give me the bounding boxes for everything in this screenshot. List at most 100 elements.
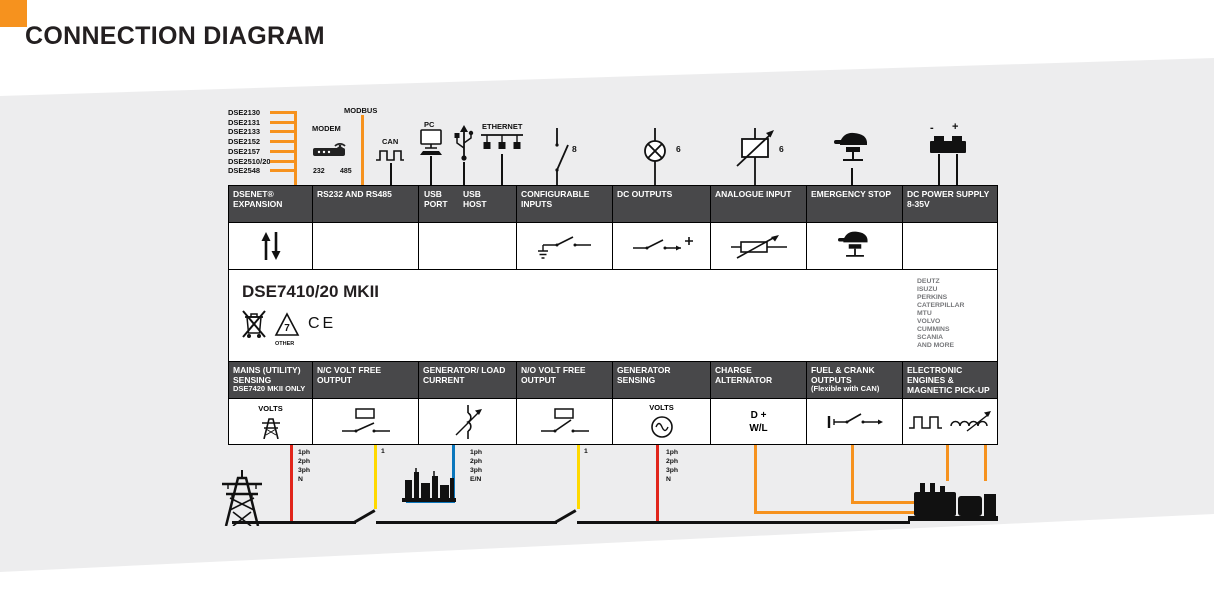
generator-volts-label: VOLTS [649, 403, 674, 412]
ground-bus-segment [376, 521, 557, 524]
no-output-count-label: 1 [584, 448, 588, 455]
engine-brand: ISUZU [917, 286, 938, 293]
modem-label: MODEM [312, 124, 341, 133]
model-name: DSE2510/20 [228, 156, 271, 166]
fuel-crank-sublabel: (Flexible with CAN) [811, 384, 880, 394]
ac-source-icon [650, 416, 673, 438]
charge-alternator-wire-vertical [754, 445, 757, 514]
load-building-icon [402, 468, 456, 502]
ethernet-connector-line [501, 154, 503, 185]
configurable-inputs-symbol-cell [516, 222, 613, 270]
phase-label: N [666, 476, 671, 483]
engine-brand: DEUTZ [917, 278, 940, 285]
fuel-crank-wire-horizontal [851, 501, 914, 504]
switched-positive-output-icon [632, 237, 693, 251]
dc-power-symbol-cell [902, 222, 998, 270]
ce-mark: CE [308, 315, 337, 332]
usb-host-label: USB HOST [463, 189, 487, 210]
analogue-count-label: 6 [779, 144, 784, 154]
model-name: DSE2131 [228, 117, 261, 127]
engine-brand-list: DEUTZ ISUZU PERKINS CATERPILLAR MTU VOLV… [917, 278, 964, 350]
model-name: DSE2133 [228, 127, 261, 137]
mains-phase-labels: 1ph 2ph 3ph N [298, 448, 310, 484]
port-header-configurable-inputs: CONFIGURABLE INPUTS [516, 185, 613, 223]
port-header-usb: USB PORT USB HOST [418, 185, 517, 223]
dsenet-symbol-cell [228, 222, 313, 270]
model-tick-line [270, 150, 294, 153]
phase-label: 2ph [298, 458, 311, 465]
engine-brand: CUMMINS [917, 326, 950, 333]
model-tick-line [270, 160, 294, 163]
dc-outputs-symbol-cell [612, 222, 711, 270]
can-squarewave-icon [376, 150, 404, 161]
potentiometer-icon [730, 235, 787, 259]
orange-corner-accent [0, 0, 27, 27]
recycle-code: 7 [284, 323, 290, 334]
port-header-nc-output: N/C VOLT FREE OUTPUT [312, 361, 419, 399]
port-header-dsenet: DSENET® EXPANSION [228, 185, 313, 223]
modem-icon [313, 143, 346, 156]
pc-connector-line [430, 156, 432, 185]
phase-label: 1ph [666, 449, 679, 456]
charge-alternator-wire-horizontal [754, 511, 914, 514]
generator-volts-cell: VOLTS [612, 398, 711, 445]
port-header-charge-alternator: CHARGE ALTERNATOR [710, 361, 807, 399]
rs232-port-label: 232 [313, 168, 325, 175]
battery-plus-label: + [952, 121, 959, 133]
emergency-stop-symbol-cell [806, 222, 903, 270]
ground-bus-segment [577, 521, 910, 524]
emergency-stop-icon [834, 132, 867, 161]
usb-symbol-cell [418, 222, 517, 270]
battery-switch-output-icon [827, 412, 883, 428]
fuel-crank-wire-vertical [851, 445, 854, 504]
ethernet-icon [481, 134, 523, 149]
engine-brand: PERKINS [917, 294, 948, 301]
pylon-mini-icon [261, 418, 280, 439]
ground-bus-segment [232, 521, 356, 524]
expansion-model-list: DSE2130 DSE2131 DSE2133 DSE2152 DSE2157 … [228, 108, 271, 176]
phase-label: 3ph [470, 467, 483, 474]
can-label: CAN [382, 137, 399, 146]
charge-alt-dplus-label: D + [750, 409, 767, 421]
fuel-crank-label: FUEL & CRANK OUTPUTS [811, 365, 875, 386]
battery-icon [930, 136, 966, 153]
phase-label: 2ph [666, 458, 679, 465]
phase-label: 3ph [666, 467, 679, 474]
nc-output-wire [374, 445, 377, 509]
phase-label: 1ph [470, 449, 483, 456]
emergency-stop-icon [837, 231, 868, 257]
electronic-engines-symbol-cell [902, 398, 998, 445]
rs232-symbol-cell [312, 222, 419, 270]
phase-label: 2ph [470, 458, 483, 465]
nc-relay-contact-icon [341, 407, 390, 432]
port-header-rs232-rs485: RS232 AND RS485 [312, 185, 419, 223]
generator-set-icon [908, 483, 998, 521]
switch-to-ground-icon [537, 236, 591, 259]
updown-arrows-icon [261, 232, 280, 260]
usb-port-label: USB PORT [424, 189, 448, 210]
page-title: CONNECTION DIAGRAM [25, 22, 325, 50]
load-phase-labels: 1ph 2ph 3ph E/N [470, 448, 482, 484]
port-header-dc-outputs: DC OUTPUTS [612, 185, 711, 223]
magnetic-pickup-wire [984, 445, 987, 481]
port-header-mains-sensing: MAINS (UTILITY) SENSING DSE7420 MKII ONL… [228, 361, 313, 399]
generator-phase-labels: 1ph 2ph 3ph N [666, 448, 678, 484]
port-header-electronic-engines: ELECTRONIC ENGINES & MAGNETIC PICK-UP [902, 361, 998, 399]
port-header-dc-power: DC POWER SUPPLY 8-35V [902, 185, 998, 223]
analogue-sensor-icon [736, 128, 774, 185]
model-name: DSE2152 [228, 137, 261, 147]
battery-neg-connector [938, 154, 940, 185]
dsenet-orange-bus [294, 111, 297, 185]
model-tick-line [270, 140, 294, 143]
pc-label: PC [424, 120, 435, 129]
port-header-emergency-stop: EMERGENCY STOP [806, 185, 903, 223]
nc-output-symbol-cell [312, 398, 419, 445]
mains-sensing-wire [290, 445, 293, 522]
input-switch-icon [555, 128, 569, 185]
transmission-tower-icon [222, 470, 262, 526]
port-header-no-output: N/O VOLT FREE OUTPUT [516, 361, 613, 399]
battery-minus-label: - [930, 122, 934, 134]
weee-bin-icon [242, 310, 266, 338]
can-connector-line [390, 163, 392, 185]
